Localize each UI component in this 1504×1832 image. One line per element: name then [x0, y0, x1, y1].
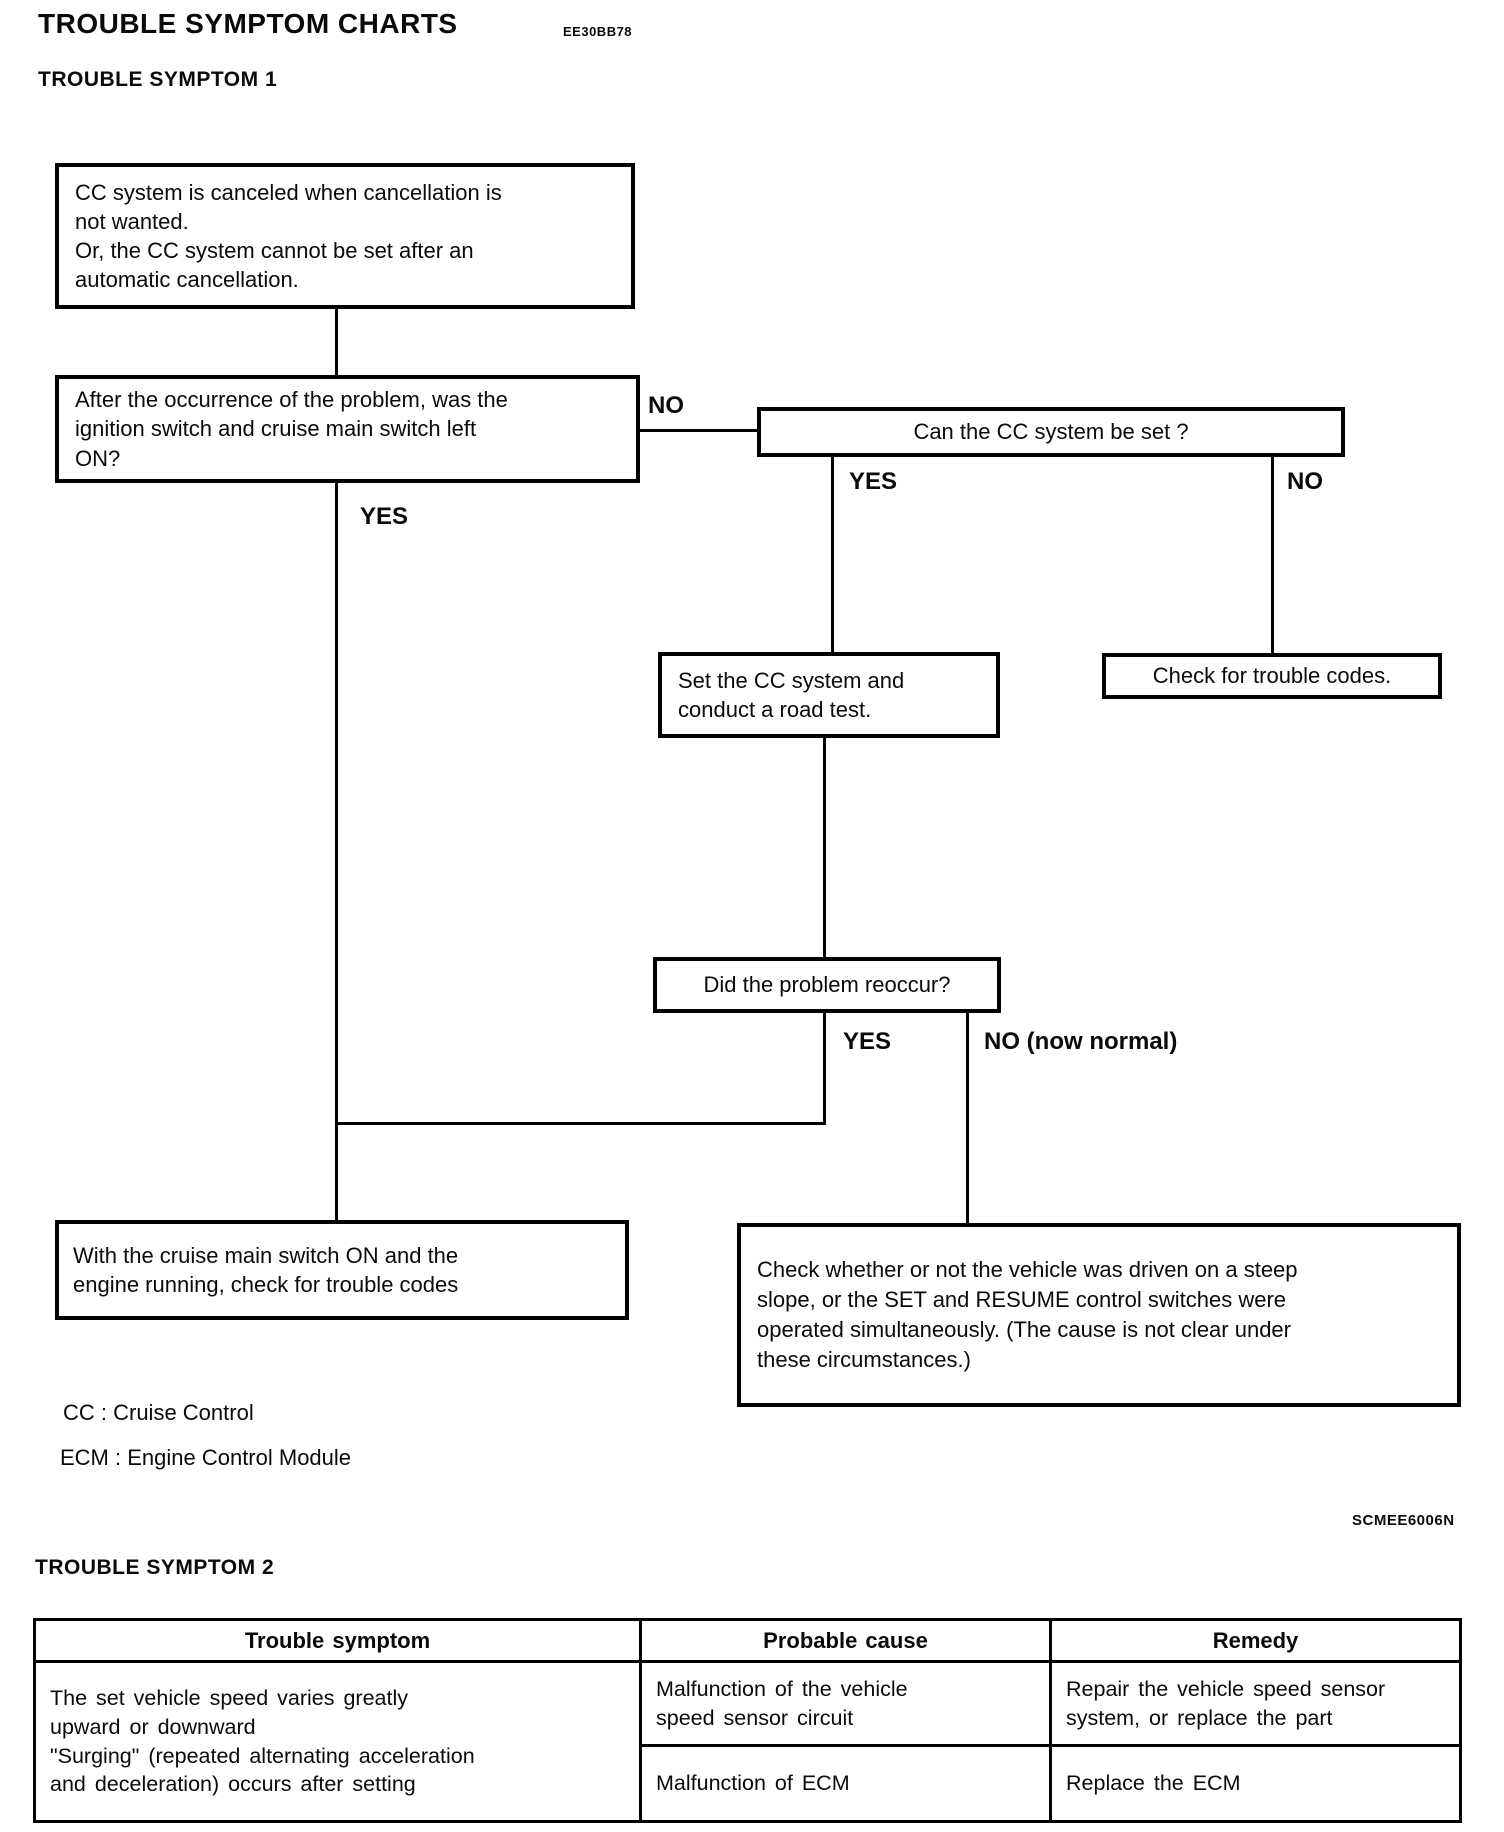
- table-header-symptom: Trouble symptom: [33, 1618, 642, 1663]
- branch-label-reoccur-no: NO (now normal): [984, 1028, 1178, 1055]
- connector-question1-no: [638, 429, 760, 432]
- table-cell-cause-2: Malfunction of ECM: [639, 1744, 1052, 1823]
- table-row: The set vehicle speed varies greatly upw…: [33, 1660, 1462, 1823]
- flow-box-question-switch-on: After the occurrence of the problem, was…: [55, 375, 640, 483]
- table-cell-symptom: The set vehicle speed varies greatly upw…: [33, 1660, 642, 1823]
- legend-cc: CC : Cruise Control: [63, 1400, 254, 1425]
- connector-reoccur-yes-join: [335, 1122, 826, 1125]
- flow-box-question-reoccur-text: Did the problem reoccur?: [703, 972, 951, 998]
- flow-box-check-codes-engine-running-text: With the cruise main switch ON and the e…: [73, 1242, 459, 1297]
- figure-code: SCMEE6006N: [1352, 1512, 1455, 1529]
- flow-box-question-switch-on-text: After the occurrence of the problem, was…: [75, 387, 508, 471]
- flow-box-check-trouble-codes-text: Check for trouble codes.: [1152, 663, 1392, 689]
- connector-canset-no: [1271, 455, 1274, 655]
- table-row: Malfunction of ECM Replace the ECM: [35, 1744, 1462, 1823]
- connector-reoccur-yes: [823, 1011, 826, 1125]
- symptom2-table: Trouble symptom Probable cause Remedy Th…: [33, 1618, 1462, 1823]
- legend-ecm: ECM : Engine Control Module: [60, 1445, 352, 1470]
- branch-label-canset-yes: YES: [849, 468, 898, 495]
- connector-reoccur-no: [966, 1011, 969, 1225]
- flow-box-problem-text: CC system is canceled when cancellation …: [75, 179, 502, 293]
- flow-box-check-steep-slope-text: Check whether or not the vehicle was dri…: [757, 1257, 1298, 1372]
- section1-heading: TROUBLE SYMPTOM 1: [38, 68, 278, 91]
- connector-canset-yes: [831, 455, 834, 654]
- flow-box-question-can-set-text: Can the CC system be set ?: [913, 419, 1189, 445]
- connector-problem-to-question1: [335, 307, 338, 377]
- flow-box-set-road-test: Set the CC system and conduct a road tes…: [658, 652, 1000, 738]
- branch-label-canset-no: NO: [1287, 468, 1323, 495]
- branch-label-question1-yes: YES: [360, 503, 409, 530]
- connector-roadtest-to-reoccur: [823, 736, 826, 959]
- flow-box-question-can-set: Can the CC system be set ?: [757, 407, 1345, 457]
- page-title: TROUBLE SYMPTOM CHARTS: [38, 8, 458, 39]
- connector-question1-yes: [335, 481, 338, 1222]
- branch-label-reoccur-yes: YES: [843, 1028, 892, 1055]
- table-header-remedy: Remedy: [1049, 1618, 1462, 1663]
- table-cell-remedy-1: Repair the vehicle speed sensor system, …: [1049, 1660, 1462, 1747]
- table-header-row: Trouble symptom Probable cause Remedy: [33, 1618, 1462, 1663]
- page-title-code: EE30BB78: [563, 24, 633, 39]
- section2-heading: TROUBLE SYMPTOM 2: [35, 1556, 275, 1579]
- flow-box-check-codes-engine-running: With the cruise main switch ON and the e…: [55, 1220, 629, 1320]
- table-header-cause: Probable cause: [639, 1618, 1052, 1663]
- flow-box-check-steep-slope: Check whether or not the vehicle was dri…: [737, 1223, 1461, 1407]
- flow-box-set-road-test-text: Set the CC system and conduct a road tes…: [678, 667, 905, 722]
- table-cell-remedy-2: Replace the ECM: [1049, 1744, 1462, 1823]
- branch-label-question1-no: NO: [648, 392, 684, 419]
- flow-box-check-trouble-codes: Check for trouble codes.: [1102, 653, 1442, 699]
- flow-box-problem-statement: CC system is canceled when cancellation …: [55, 163, 635, 309]
- table-cell-cause-1: Malfunction of the vehicle speed sensor …: [639, 1660, 1052, 1747]
- flow-box-question-reoccur: Did the problem reoccur?: [653, 957, 1001, 1013]
